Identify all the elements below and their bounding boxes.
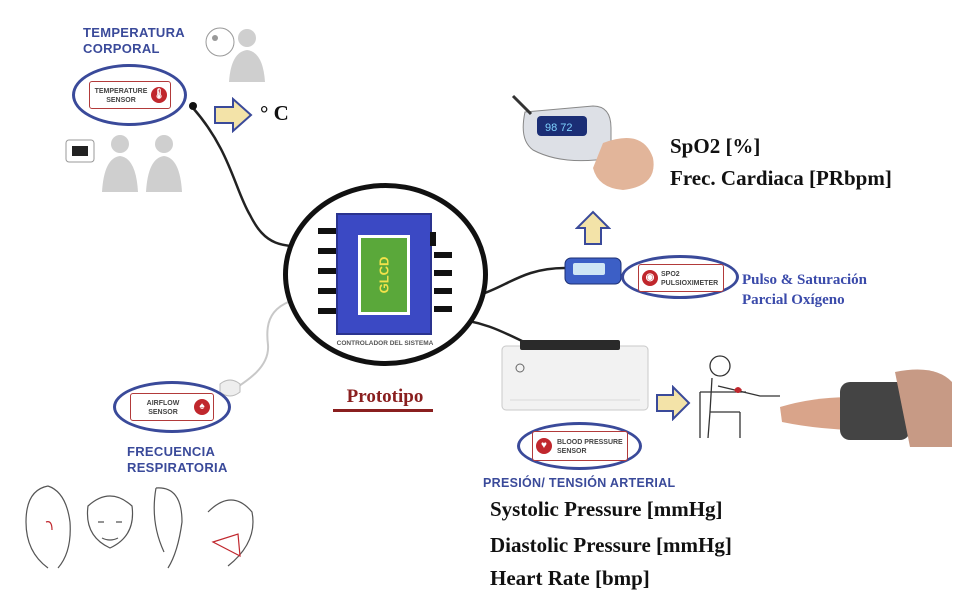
temperature-sensor-line2: SENSOR bbox=[106, 97, 136, 104]
thermometer-icon: 🌡 bbox=[151, 87, 167, 103]
bp-readout-line2: Diastolic Pressure [mmHg] bbox=[490, 533, 732, 557]
blood-pressure-title: PRESIÓN/ TENSIÓN ARTERIAL bbox=[483, 476, 676, 490]
arrow-right-icon bbox=[214, 97, 253, 133]
temperature-sensor-line1: TEMPERATURE bbox=[94, 88, 148, 95]
oxygen-icon: ◉ bbox=[642, 270, 658, 286]
temperature-title-line1: TEMPERATURA bbox=[83, 25, 185, 40]
controller-connectors bbox=[318, 228, 452, 314]
airflow-sensor-tag: AIRFLOW SENSOR ♠ bbox=[130, 393, 214, 421]
prototype-underline bbox=[333, 409, 433, 412]
temperature-title-line2: CORPORAL bbox=[83, 41, 160, 56]
heart-pressure-icon: ♥ bbox=[536, 438, 552, 454]
airflow-sensor-oval: AIRFLOW SENSOR ♠ bbox=[113, 381, 231, 433]
controller-caption: CONTROLADOR DEL SISTEMA bbox=[336, 340, 434, 347]
spo2-desc-line1: Pulso & Saturación bbox=[742, 272, 868, 288]
arrow-right-bp-icon bbox=[656, 385, 691, 421]
blood-pressure-monitor bbox=[501, 340, 649, 411]
blood-pressure-sensor-line2: SENSOR bbox=[557, 448, 587, 455]
airflow-sensor-line2: SENSOR bbox=[148, 409, 178, 416]
breathing-illustrations bbox=[25, 485, 254, 569]
spo2-sensor-line2: PULSIOXIMETER bbox=[661, 280, 719, 287]
lungs-icon: ♠ bbox=[194, 399, 210, 415]
temperature-sensor-tag: TEMPERATURE SENSOR 🌡 bbox=[89, 81, 171, 109]
blood-pressure-measurement-illustration bbox=[699, 355, 952, 447]
body-silhouette-icon bbox=[205, 27, 265, 82]
temperature-unit: ° C bbox=[260, 101, 289, 125]
blood-pressure-sensor-tag: ♥ BLOOD PRESSURE SENSOR bbox=[532, 431, 628, 461]
spo2-description: Pulso & Saturación Parcial Oxígeno bbox=[742, 270, 867, 310]
body-silhouettes-icon bbox=[65, 135, 182, 192]
airflow-title-line2: RESPIRATORIA bbox=[127, 460, 228, 475]
bp-readout-line3: Heart Rate [bmp] bbox=[490, 566, 650, 590]
bp-readout-line1: Systolic Pressure [mmHg] bbox=[490, 497, 723, 521]
prototype-label: Prototipo bbox=[346, 386, 424, 407]
temperature-sensor-oval: TEMPERATURE SENSOR 🌡 bbox=[72, 64, 187, 126]
pulse-oximeter-device bbox=[564, 257, 622, 285]
spo2-readout-line1: SpO2 [%] bbox=[670, 134, 761, 158]
spo2-desc-line2: Parcial Oxígeno bbox=[742, 292, 845, 308]
temperature-title: TEMPERATURA CORPORAL bbox=[83, 25, 185, 57]
glcd-display: GLCD bbox=[361, 238, 407, 312]
blood-pressure-sensor-line1: BLOOD PRESSURE bbox=[557, 439, 623, 446]
controller-box: GLCD bbox=[336, 213, 432, 335]
pulse-oximeter-image: 98 72 bbox=[511, 94, 654, 190]
spo2-sensor-oval: ◉ SPO2 PULSIOXIMETER bbox=[621, 255, 739, 299]
glcd-display-frame: GLCD bbox=[358, 235, 410, 315]
airflow-sensor-line1: AIRFLOW bbox=[146, 400, 180, 407]
svg-text:98 72: 98 72 bbox=[545, 122, 573, 134]
spo2-sensor-line1: SPO2 bbox=[661, 271, 680, 278]
arrow-up-icon bbox=[575, 210, 611, 245]
spo2-sensor-tag: ◉ SPO2 PULSIOXIMETER bbox=[638, 264, 724, 292]
spo2-readout-line2: Frec. Cardiaca [PRbpm] bbox=[670, 166, 892, 190]
blood-pressure-sensor-oval: ♥ BLOOD PRESSURE SENSOR bbox=[517, 422, 642, 470]
airflow-title: FRECUENCIA RESPIRATORIA bbox=[127, 444, 228, 476]
airflow-title-line1: FRECUENCIA bbox=[127, 444, 216, 459]
